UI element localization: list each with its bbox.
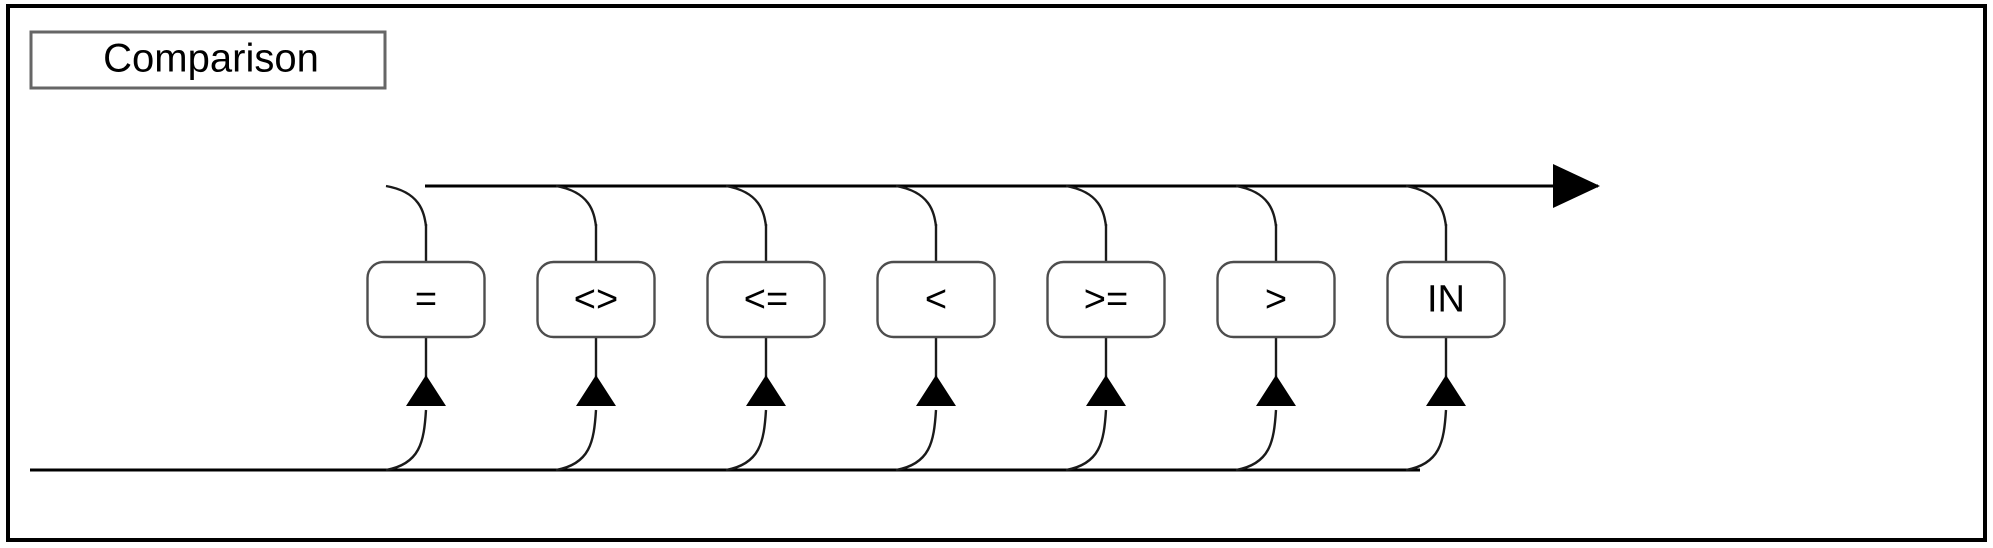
up-arrowhead-icon [1426,375,1466,406]
token-less-than-or-equal[interactable]: <= [706,260,826,339]
up-arrowhead-icon [406,375,446,406]
top-branch-curve [1065,184,1108,227]
token-label: IN [1427,279,1465,321]
bottom-branch-curve [1405,409,1448,472]
token-label: <= [744,279,788,321]
token-box-rect[interactable] [1216,260,1336,339]
connectors-layer [385,184,1448,472]
up-arrowhead-icon [576,375,616,406]
up-arrowhead-icon [916,375,956,406]
token-label: > [1265,279,1287,321]
bottom-branch-curve [895,409,938,472]
token-in[interactable]: IN [1386,260,1506,339]
bottom-branch-curve [725,409,768,472]
token-less-than[interactable]: < [876,260,996,339]
token-equals[interactable]: = [366,260,486,339]
up-arrowhead-icon [1256,375,1296,406]
page-title: Comparison [103,37,319,81]
top-branch-curve [895,184,938,227]
token-box-rect[interactable] [1046,260,1166,339]
token-greater-than[interactable]: > [1216,260,1336,339]
title-box: Comparison [29,30,387,90]
top-branch-curve [385,184,428,227]
arrowheads-layer [406,164,1600,406]
token-label: >= [1084,279,1128,321]
up-arrowhead-icon [746,375,786,406]
top-branch-curve [1235,184,1278,227]
right-arrowhead-icon [1553,164,1600,208]
bottom-branch-curve [385,409,428,472]
bottom-branch-curve [1235,409,1278,472]
top-branch-curve [725,184,768,227]
token-box-rect[interactable] [536,260,656,339]
token-not-equals[interactable]: <> [536,260,656,339]
token-box-rect[interactable] [366,260,486,339]
token-box-rect[interactable] [706,260,826,339]
title-box-rect [29,30,387,90]
token-boxes-layer: = <> <= < >= > IN [366,260,1506,339]
diagram-frame [6,4,1987,542]
up-arrowhead-icon [1086,375,1126,406]
top-branch-curve [555,184,598,227]
bottom-branch-curve [1065,409,1108,472]
top-branch-curve [1405,184,1448,227]
rails-layer [30,184,1598,472]
token-label: < [925,279,947,321]
token-box-rect[interactable] [876,260,996,339]
token-box-rect[interactable] [1386,260,1506,339]
bottom-branch-curve [555,409,598,472]
token-label: <> [574,279,618,321]
token-label: = [415,279,437,321]
token-greater-than-or-equal[interactable]: >= [1046,260,1166,339]
